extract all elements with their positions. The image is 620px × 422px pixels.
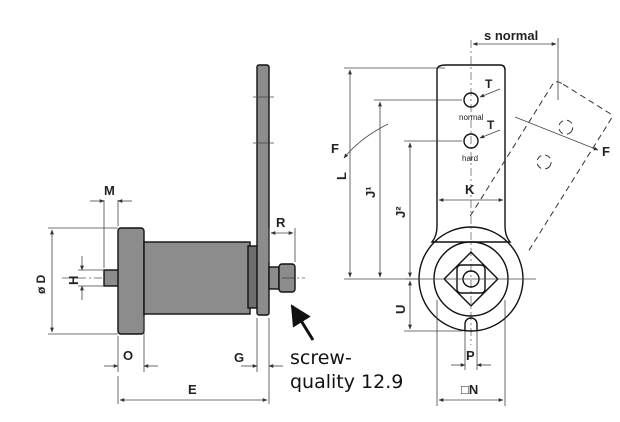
screw-callout-arrow — [290, 304, 315, 341]
label-n: □N — [461, 382, 478, 397]
side-view: M ø D H O G E R screw- — [34, 64, 403, 404]
label-screw-line1: screw- — [290, 347, 352, 369]
label-t-upper: T — [485, 77, 493, 91]
force-line-right — [514, 116, 599, 151]
label-l: L — [334, 172, 349, 180]
label-u: U — [393, 305, 408, 314]
rotated-lever-outline — [469, 81, 613, 253]
force-arc-left — [343, 123, 389, 159]
label-d: ø D — [34, 274, 48, 294]
screw-head — [268, 266, 280, 290]
label-j1: J¹ — [363, 186, 378, 198]
bottom-slot — [464, 317, 478, 331]
dim-t-lower — [479, 129, 501, 139]
label-s-normal: s normal — [484, 28, 538, 43]
label-f-right: F — [602, 144, 610, 159]
front-view: normal hard T T s normal L J¹ J² — [331, 28, 613, 406]
rotated-lever-ghost — [469, 81, 613, 253]
lever-plate — [256, 64, 270, 316]
label-normal: normal — [459, 113, 484, 122]
square-bore — [443, 251, 499, 307]
rotated-hole-2 — [536, 154, 552, 170]
label-r: R — [276, 215, 286, 230]
label-j2: J² — [393, 206, 408, 218]
label-h: H — [66, 276, 81, 285]
dim-t-upper — [479, 88, 501, 98]
label-e: E — [188, 382, 197, 397]
rotated-hole-1 — [558, 119, 574, 135]
label-hard: hard — [462, 154, 478, 163]
label-screw-line2: quality 12.9 — [290, 371, 403, 393]
hole-normal — [463, 92, 479, 108]
label-t-lower: T — [487, 118, 495, 132]
hole-hard — [463, 133, 479, 149]
label-o: O — [123, 348, 133, 363]
label-m: M — [104, 183, 115, 198]
flange — [117, 227, 145, 335]
label-p: P — [466, 348, 475, 363]
label-f-left: F — [331, 141, 339, 156]
label-g: G — [234, 350, 244, 365]
label-k: K — [465, 182, 475, 197]
body — [143, 241, 251, 315]
